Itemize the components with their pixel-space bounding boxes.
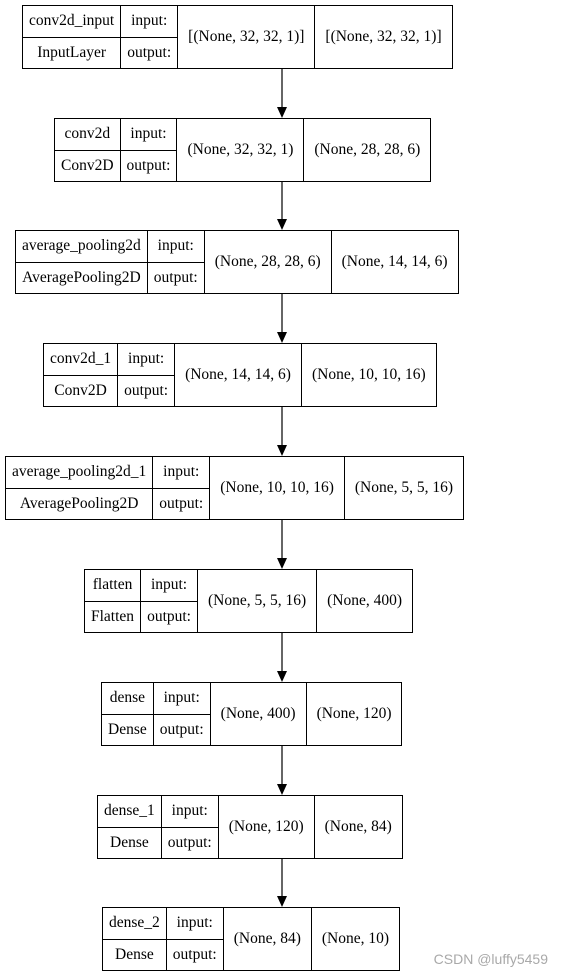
input-label: input: <box>120 119 177 151</box>
layer-name: average_pooling2d_1 <box>6 457 153 489</box>
layer-class-name: Dense <box>110 833 149 851</box>
output-label: output: <box>153 268 198 286</box>
output-shape: (None, 10) <box>321 930 390 947</box>
layer-class-name: Dense <box>108 720 147 738</box>
output-label: output: <box>172 945 217 963</box>
arrow-head <box>277 332 287 343</box>
layer-class-name: Flatten <box>91 607 135 625</box>
output-shape: (None, 84) <box>324 818 392 835</box>
input-label: input: <box>153 457 210 489</box>
input-shape: (None, 120) <box>219 796 315 858</box>
input-shape: [(None, 32, 32, 1)] <box>178 6 316 68</box>
io-label-cell: input: output: <box>147 231 205 293</box>
input-label: input: <box>153 683 210 715</box>
layer-name: dense <box>102 683 153 715</box>
io-label-cell: input: output: <box>166 908 224 970</box>
io-label-cell: input: output: <box>121 6 179 68</box>
output-shape: (None, 400) <box>327 592 403 609</box>
io-label-cell: input: output: <box>141 570 198 632</box>
arrow-head <box>277 107 287 118</box>
input-label: input: <box>118 344 175 376</box>
output-shape: (None, 28, 28, 6) <box>314 141 421 158</box>
output-shape: (None, 5, 5, 16) <box>354 479 454 496</box>
input-shape: (None, 28, 28, 6) <box>205 231 332 293</box>
output-shape: (None, 14, 14, 6) <box>341 253 448 270</box>
input-label: input: <box>121 6 178 38</box>
input-label: input: <box>161 796 218 828</box>
arrow-head <box>277 219 287 230</box>
input-shape: (None, 32, 32, 1) <box>177 119 305 181</box>
output-label: output: <box>124 381 169 399</box>
layer-name: conv2d <box>55 119 120 151</box>
arrow-head <box>277 784 287 795</box>
output-label: output: <box>159 720 204 738</box>
layer-class-name: InputLayer <box>37 43 107 61</box>
layer-name: flatten <box>85 570 141 602</box>
arrow-head <box>277 558 287 569</box>
arrow-head <box>277 671 287 682</box>
output-shape: (None, 120) <box>316 705 392 722</box>
arrow-head <box>277 896 287 907</box>
io-label-cell: input: output: <box>161 796 219 858</box>
input-shape: (None, 400) <box>211 683 307 745</box>
io-label-cell: input: output: <box>118 344 176 406</box>
input-label: input: <box>141 570 197 602</box>
layer-class-name: Conv2D <box>54 381 107 399</box>
input-label: input: <box>166 908 223 940</box>
layer-name: average_pooling2d <box>16 231 147 263</box>
input-shape: (None, 14, 14, 6) <box>175 344 302 406</box>
input-shape: (None, 10, 10, 16) <box>210 457 345 519</box>
watermark: CSDN @luffy5459 <box>433 951 548 967</box>
layer-name: conv2d_input <box>23 6 121 38</box>
output-label: output: <box>159 494 204 512</box>
layer-name: dense_2 <box>103 908 166 940</box>
output-label: output: <box>147 607 191 625</box>
io-label-cell: input: output: <box>153 457 211 519</box>
layer-class-name: AveragePooling2D <box>19 494 139 512</box>
input-label: input: <box>147 231 204 263</box>
input-shape: (None, 5, 5, 16) <box>198 570 318 632</box>
input-shape: (None, 84) <box>224 908 312 970</box>
arrow-head <box>277 445 287 456</box>
output-shape: [(None, 32, 32, 1)] <box>325 28 442 45</box>
layer-class-name: Conv2D <box>61 156 114 174</box>
output-label: output: <box>127 43 172 61</box>
output-label: output: <box>167 833 212 851</box>
io-label-cell: input: output: <box>120 119 178 181</box>
layer-class-name: AveragePooling2D <box>22 268 141 286</box>
output-label: output: <box>126 156 171 174</box>
layer-name: dense_1 <box>98 796 161 828</box>
io-label-cell: input: output: <box>153 683 211 745</box>
layer-class-name: Dense <box>115 945 154 963</box>
output-shape: (None, 10, 10, 16) <box>311 366 426 383</box>
layer-name: conv2d_1 <box>44 344 118 376</box>
